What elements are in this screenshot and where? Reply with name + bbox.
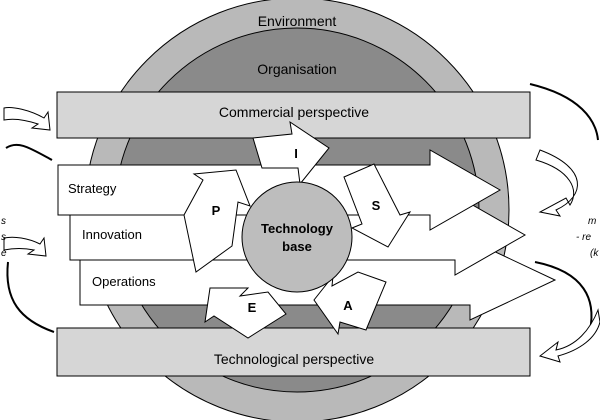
- left-side-text-1: s: [1, 216, 6, 227]
- commercial-perspective-label: Commercial perspective: [219, 104, 369, 120]
- cycle-letter-p: P: [212, 203, 221, 218]
- operations-label: Operations: [92, 274, 156, 289]
- cycle-arrow-e: [204, 287, 287, 339]
- cycle-letter-s: S: [372, 198, 381, 213]
- organisation-label: Organisation: [257, 61, 336, 77]
- left-return-curve: [5, 143, 53, 161]
- cycle-arrow-s: [343, 163, 412, 248]
- right-bottom-curve-arrow: [538, 308, 600, 363]
- right-middle-curve-arrow: [535, 149, 578, 217]
- left-lower-curve-arrow: [3, 236, 47, 257]
- left-side-text-3: e: [1, 248, 7, 259]
- cycle-arrow-a: [313, 271, 387, 336]
- strategy-label: Strategy: [68, 181, 117, 196]
- technological-perspective-bar: [56, 327, 531, 377]
- environment-label: Environment: [258, 13, 337, 29]
- right-side-text-2: - re: [576, 232, 591, 243]
- technology-base-line2: base: [282, 239, 312, 254]
- technology-base-circle: [241, 181, 353, 293]
- technological-perspective-label: Technological perspective: [214, 351, 375, 367]
- innovation-label: Innovation: [82, 227, 142, 242]
- cycle-letter-a: A: [343, 298, 353, 313]
- right-upper-curve: [529, 83, 599, 141]
- right-side-text-1: m: [588, 216, 596, 227]
- left-side-text-2: s: [1, 232, 6, 243]
- cycle-letter-e: E: [248, 300, 257, 315]
- left-upper-curve-arrow: [3, 107, 51, 131]
- cycle-arrow-p: [183, 169, 251, 273]
- right-side-text-3: (k: [590, 248, 599, 259]
- left-bottom-curve: [6, 261, 55, 333]
- technology-base-line1: Technology: [261, 221, 334, 236]
- right-lower-curve: [534, 261, 593, 331]
- cycle-letter-i: I: [294, 146, 298, 161]
- cycle-arrow-i: [252, 120, 330, 186]
